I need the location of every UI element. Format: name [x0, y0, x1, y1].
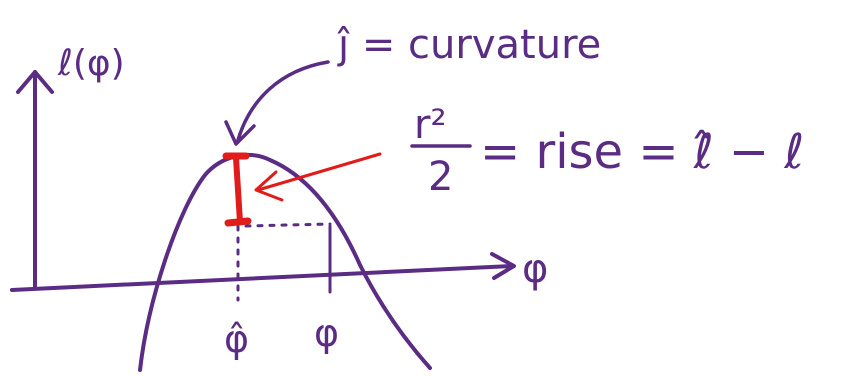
rise-bar — [233, 155, 243, 225]
rise-bar-bottom-cap — [224, 217, 252, 227]
rise-fraction-numerator: r² — [414, 102, 446, 148]
y-axis-arrowhead — [16, 70, 54, 94]
rise-arrow-head — [254, 170, 284, 202]
phi-hat-tick-label: φ̂ — [224, 317, 249, 361]
y-axis-label: ℓ(φ) — [57, 43, 125, 84]
curvature-arrow-head — [224, 120, 256, 146]
curvature-note: ĵ = curvature — [337, 22, 601, 68]
likelihood-curve — [138, 153, 432, 372]
level-dotted-line — [244, 222, 332, 228]
x-axis-arrowhead — [490, 252, 516, 280]
x-axis-label: φ — [522, 246, 548, 292]
rise-arrow — [256, 152, 382, 192]
rise-equation: = rise = ℓ̂ − ℓ — [480, 124, 804, 180]
rise-fraction-denominator: 2 — [428, 154, 453, 200]
phi-tick-label: φ — [314, 311, 339, 355]
curvature-arrow — [236, 60, 330, 142]
x-axis — [10, 264, 514, 292]
